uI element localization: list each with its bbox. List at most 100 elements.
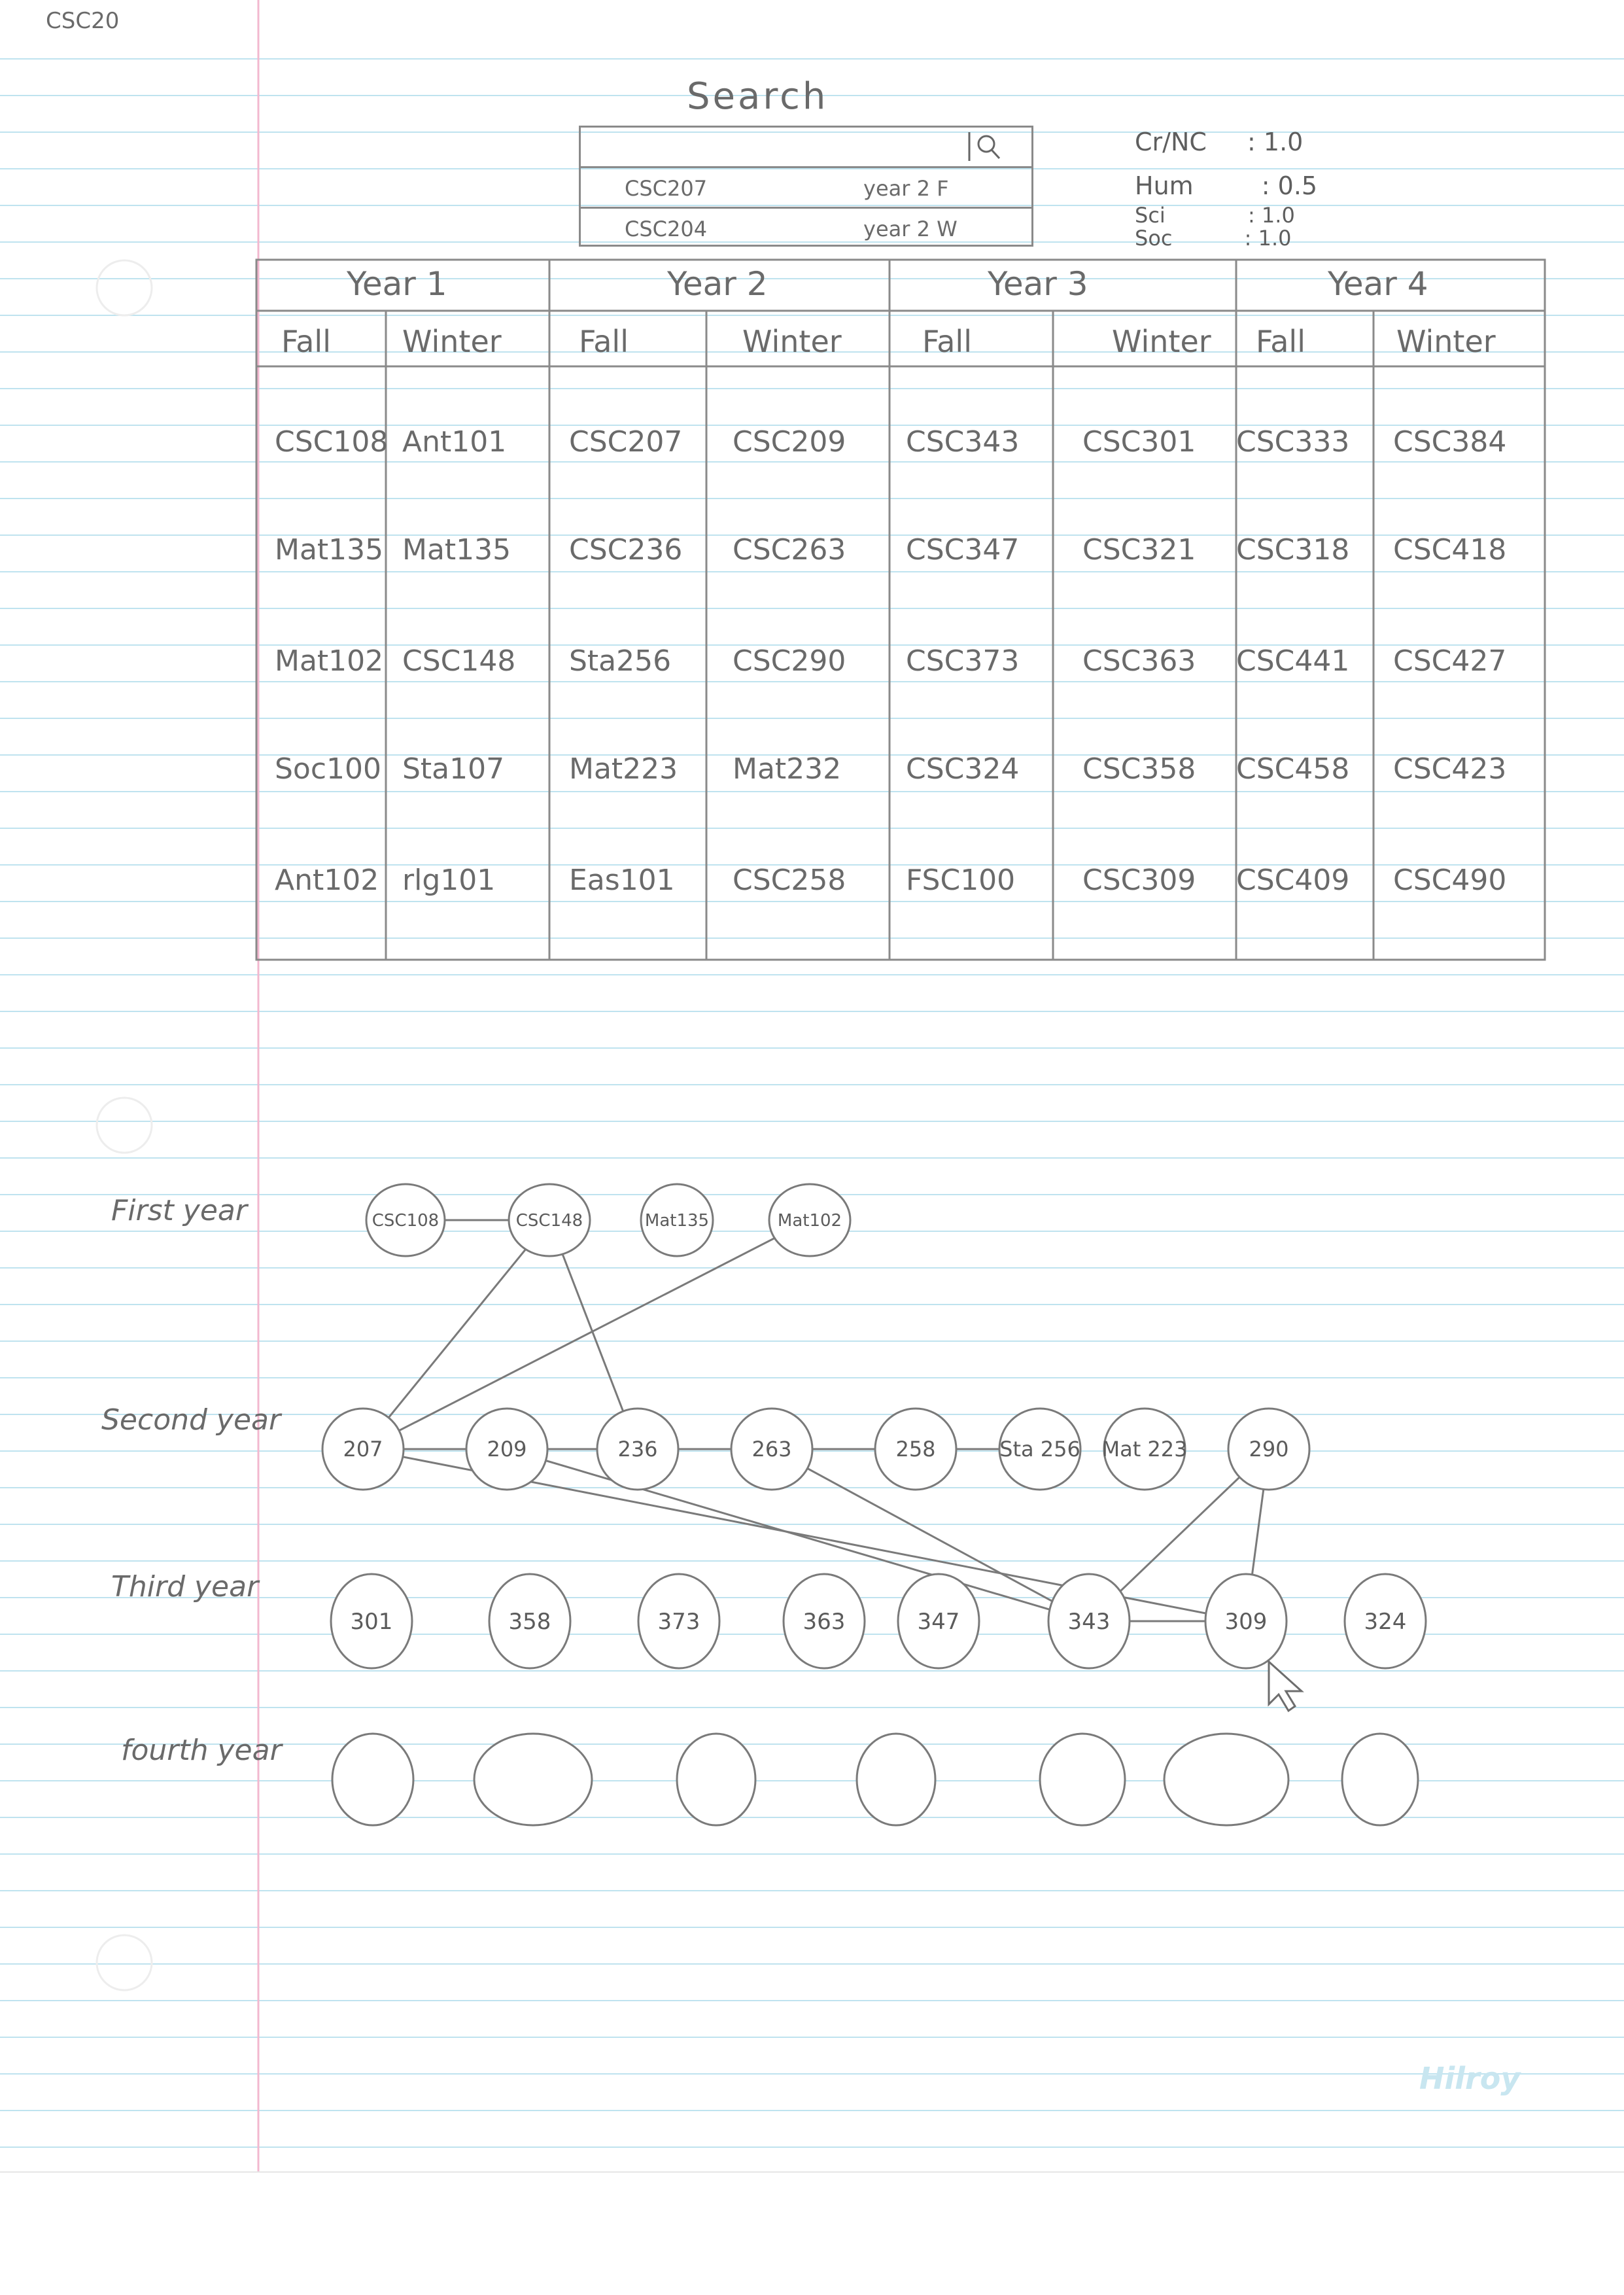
row-label-fourth-year: fourth year xyxy=(121,1734,282,1767)
course-node-label: 343 xyxy=(1068,1609,1111,1635)
course-node-label: 301 xyxy=(351,1609,393,1635)
table-cell[interactable]: CSC333 xyxy=(1236,425,1350,459)
table-cell[interactable]: CSC358 xyxy=(1082,752,1196,786)
table-cell[interactable]: Sta256 xyxy=(569,644,672,678)
course-node-label: 209 xyxy=(487,1437,527,1462)
row-label-third-year: Third year xyxy=(111,1570,259,1603)
credit-label: Soc xyxy=(1135,226,1173,251)
table-cell[interactable]: CSC418 xyxy=(1393,533,1507,567)
course-node[interactable]: 236 xyxy=(596,1407,680,1491)
table-cell[interactable]: CSC108 xyxy=(275,425,389,459)
course-node[interactable]: 363 xyxy=(782,1573,866,1670)
course-node-empty[interactable] xyxy=(331,1732,415,1827)
course-node-label: Mat102 xyxy=(778,1211,842,1231)
table-cell[interactable]: CSC347 xyxy=(906,533,1020,567)
table-cell[interactable]: CSC321 xyxy=(1082,533,1196,567)
course-node[interactable]: CSC108 xyxy=(365,1183,446,1257)
course-node[interactable]: CSC148 xyxy=(508,1183,591,1257)
course-node-empty[interactable] xyxy=(1039,1732,1126,1827)
table-cell[interactable]: CSC263 xyxy=(733,533,846,567)
table-cell[interactable]: Mat135 xyxy=(402,533,511,567)
course-node-label: 373 xyxy=(658,1609,700,1635)
table-cell[interactable]: Mat135 xyxy=(275,533,384,567)
credit-label: Cr/NC xyxy=(1135,128,1207,156)
table-cell[interactable]: CSC373 xyxy=(906,644,1020,678)
table-cell[interactable]: Sta107 xyxy=(402,752,505,786)
prerequisite-edge xyxy=(771,1448,1090,1622)
suggestion-code: CSC204 xyxy=(625,217,708,241)
table-cell[interactable]: CSC384 xyxy=(1393,425,1507,459)
search-suggestion-2[interactable]: CSC204 year 2 W xyxy=(579,207,1033,248)
table-cell[interactable]: Mat232 xyxy=(733,752,842,786)
course-node-empty[interactable] xyxy=(473,1732,593,1827)
course-node-empty[interactable] xyxy=(676,1732,757,1827)
table-cell[interactable]: CSC309 xyxy=(1082,864,1196,897)
table-cell[interactable]: CSC423 xyxy=(1393,752,1507,786)
course-node[interactable]: 263 xyxy=(730,1407,814,1491)
course-node[interactable]: Mat135 xyxy=(640,1183,714,1257)
table-cell[interactable]: Mat102 xyxy=(275,644,384,678)
course-node-empty[interactable] xyxy=(1163,1732,1290,1827)
table-cell[interactable]: Mat223 xyxy=(569,752,678,786)
suggestion-code: CSC207 xyxy=(625,176,708,201)
credit-value: : 1.0 xyxy=(1244,226,1292,251)
course-node[interactable]: 309 xyxy=(1204,1573,1288,1670)
table-cell[interactable]: CSC236 xyxy=(569,533,683,567)
course-node[interactable]: 343 xyxy=(1047,1573,1131,1670)
table-cell[interactable]: CSC441 xyxy=(1236,644,1350,678)
table-cell[interactable]: CSC318 xyxy=(1236,533,1350,567)
table-cell[interactable]: CSC290 xyxy=(733,644,846,678)
table-cell[interactable]: Eas101 xyxy=(569,864,675,897)
course-node-empty[interactable] xyxy=(855,1732,937,1827)
table-cell[interactable]: CSC258 xyxy=(733,864,846,897)
course-node[interactable]: 258 xyxy=(874,1407,958,1491)
course-node[interactable]: Sta 256 xyxy=(998,1407,1082,1491)
table-cell[interactable]: CSC343 xyxy=(906,425,1020,459)
course-node[interactable]: 373 xyxy=(637,1573,721,1670)
course-node-empty[interactable] xyxy=(1341,1732,1419,1827)
course-node-label: 207 xyxy=(343,1437,383,1462)
course-node[interactable]: Mat102 xyxy=(768,1183,852,1257)
term-header: Winter xyxy=(402,324,502,359)
prerequisite-edge xyxy=(362,1219,551,1450)
table-cell[interactable]: CSC324 xyxy=(906,752,1020,786)
course-node[interactable]: 347 xyxy=(897,1573,980,1670)
suggestion-term: year 2 W xyxy=(863,217,958,241)
table-cell[interactable]: Ant102 xyxy=(275,864,379,897)
table-cell[interactable]: CSC409 xyxy=(1236,864,1350,897)
table-cell[interactable]: Ant101 xyxy=(402,425,507,459)
term-header: Winter xyxy=(1396,324,1496,359)
course-node-label: Mat 223 xyxy=(1101,1437,1187,1462)
course-node-label: 347 xyxy=(918,1609,960,1635)
course-node[interactable]: 290 xyxy=(1227,1407,1311,1491)
course-node[interactable]: 358 xyxy=(488,1573,572,1670)
year-header: Year 4 xyxy=(1328,265,1428,303)
course-node[interactable]: 301 xyxy=(330,1573,413,1670)
row-label-second-year: Second year xyxy=(101,1403,281,1437)
course-node-label: 263 xyxy=(752,1437,791,1462)
table-cell[interactable]: CSC427 xyxy=(1393,644,1507,678)
course-node[interactable]: 324 xyxy=(1343,1573,1427,1670)
course-node[interactable]: Mat 223 xyxy=(1101,1407,1188,1491)
table-cell[interactable]: rlg101 xyxy=(402,864,496,897)
course-node[interactable]: 209 xyxy=(465,1407,549,1491)
table-cell[interactable]: Soc100 xyxy=(275,752,382,786)
search-icon[interactable] xyxy=(967,130,1006,164)
term-header: Fall xyxy=(1256,324,1305,359)
table-cell[interactable]: CSC148 xyxy=(402,644,516,678)
credit-row: Hum : 0.5 xyxy=(1135,171,1317,200)
table-cell[interactable]: CSC458 xyxy=(1236,752,1350,786)
credit-value: : 1.0 xyxy=(1247,203,1295,228)
table-cell[interactable]: CSC301 xyxy=(1082,425,1196,459)
credit-label: Hum xyxy=(1135,171,1194,200)
search-suggestion-1[interactable]: CSC207 year 2 F xyxy=(579,166,1033,207)
table-cell[interactable]: CSC490 xyxy=(1393,864,1507,897)
course-node[interactable]: 207 xyxy=(321,1407,405,1491)
credit-row: Cr/NC : 1.0 xyxy=(1135,128,1303,156)
table-cell[interactable]: CSC363 xyxy=(1082,644,1196,678)
search-input[interactable] xyxy=(0,0,502,42)
table-cell[interactable]: CSC209 xyxy=(733,425,846,459)
table-cell[interactable]: CSC207 xyxy=(569,425,683,459)
table-cell[interactable]: FSC100 xyxy=(906,864,1016,897)
course-node-label: Sta 256 xyxy=(999,1437,1080,1462)
